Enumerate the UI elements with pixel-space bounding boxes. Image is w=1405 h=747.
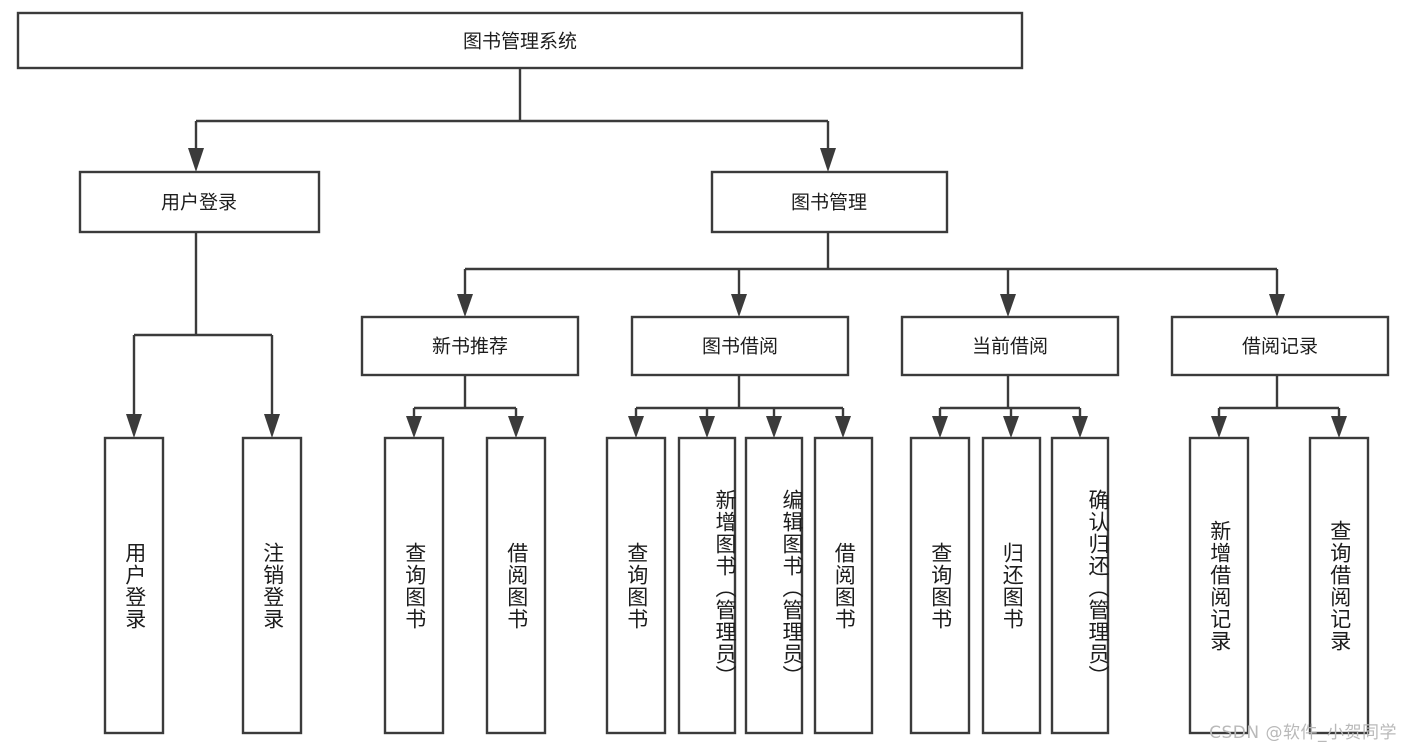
arrow-head-leaf-logout — [264, 414, 280, 438]
arrow-head-user-login — [188, 148, 204, 172]
leaf-box-query-book-3[interactable] — [909, 436, 971, 735]
node-current-borrow-label: 当前借阅 — [972, 336, 1048, 358]
arrow-head-leaf-edit-book — [766, 416, 782, 438]
edge-group-current-borrow — [932, 375, 1088, 438]
edge-group-book-borrow — [628, 375, 851, 438]
leaf-box-query-book-2[interactable] — [605, 436, 667, 735]
arrow-head-leaf-user-login — [126, 414, 142, 438]
node-book-borrow[interactable]: 图书借阅 — [630, 315, 850, 377]
node-user-login-label: 用户登录 — [161, 192, 237, 214]
node-root-system[interactable]: 图书管理系统 — [16, 11, 1024, 70]
node-user-login-box[interactable] — [78, 170, 321, 234]
node-borrow-record-label: 借阅记录 — [1242, 336, 1318, 358]
arrow-head-leaf-return-book — [1003, 416, 1019, 438]
arrow-head-leaf-query-book-2 — [628, 416, 644, 438]
arrow-head-leaf-add-record — [1211, 416, 1227, 438]
edge-group-book-mgmt — [457, 232, 1285, 317]
node-user-login[interactable]: 用户登录 — [78, 170, 321, 234]
csdn-watermark: CSDN @软件_小贺同学 — [1209, 723, 1397, 743]
node-new-book-recommend[interactable]: 新书推荐 — [360, 315, 580, 377]
leaf-box-query-borrow-record[interactable] — [1308, 436, 1370, 735]
arrow-head-book-mgmt — [820, 148, 836, 172]
edge-group-root — [188, 68, 836, 172]
node-current-borrow-box[interactable] — [900, 315, 1120, 377]
edge-group-new-book-rec — [406, 375, 524, 438]
arrow-head-leaf-add-book — [699, 416, 715, 438]
leaf-box-borrow-book-1[interactable] — [485, 436, 547, 735]
node-root-system-box[interactable] — [16, 11, 1024, 70]
node-current-borrow[interactable]: 当前借阅 — [900, 315, 1120, 377]
arrow-head-leaf-borrow-book-2 — [835, 416, 851, 438]
arrow-head-leaf-query-book-1 — [406, 416, 422, 438]
node-root-system-label: 图书管理系统 — [463, 31, 577, 53]
arrow-head-leaf-borrow-book-1 — [508, 416, 524, 438]
leaf-box-edit-book-admin[interactable] — [744, 436, 804, 735]
arrow-head-current-borrow — [1000, 294, 1016, 317]
node-borrow-record-box[interactable] — [1170, 315, 1390, 377]
arrow-head-new-book-rec — [457, 294, 473, 317]
leaf-box-return-book[interactable] — [981, 436, 1042, 735]
leaf-box-confirm-return-admin[interactable] — [1050, 436, 1110, 735]
node-new-book-recommend-box[interactable] — [360, 315, 580, 377]
leaf-box-add-book-admin[interactable] — [677, 436, 737, 735]
leaf-box-query-book-1[interactable] — [383, 436, 445, 735]
node-book-management[interactable]: 图书管理 — [710, 170, 949, 234]
edge-group-user-login — [126, 232, 280, 438]
node-book-management-label: 图书管理 — [791, 192, 867, 214]
arrow-head-leaf-query-record — [1331, 416, 1347, 438]
arrow-head-borrow-record — [1269, 294, 1285, 317]
leaf-box-add-borrow-record[interactable] — [1188, 436, 1250, 735]
node-book-management-box[interactable] — [710, 170, 949, 234]
node-borrow-record[interactable]: 借阅记录 — [1170, 315, 1390, 377]
leaf-box-user-login[interactable] — [103, 436, 165, 735]
edge-group-borrow-record — [1211, 375, 1347, 438]
leaf-box-logout[interactable] — [241, 436, 303, 735]
node-new-book-recommend-label: 新书推荐 — [432, 336, 508, 358]
arrow-head-leaf-confirm-return — [1072, 416, 1088, 438]
leaf-box-group — [103, 436, 1370, 735]
arrow-head-book-borrow — [731, 294, 747, 317]
node-book-borrow-box[interactable] — [630, 315, 850, 377]
arrow-head-leaf-query-book-3 — [932, 416, 948, 438]
leaf-box-borrow-book-2[interactable] — [813, 436, 874, 735]
node-book-borrow-label: 图书借阅 — [702, 336, 778, 358]
